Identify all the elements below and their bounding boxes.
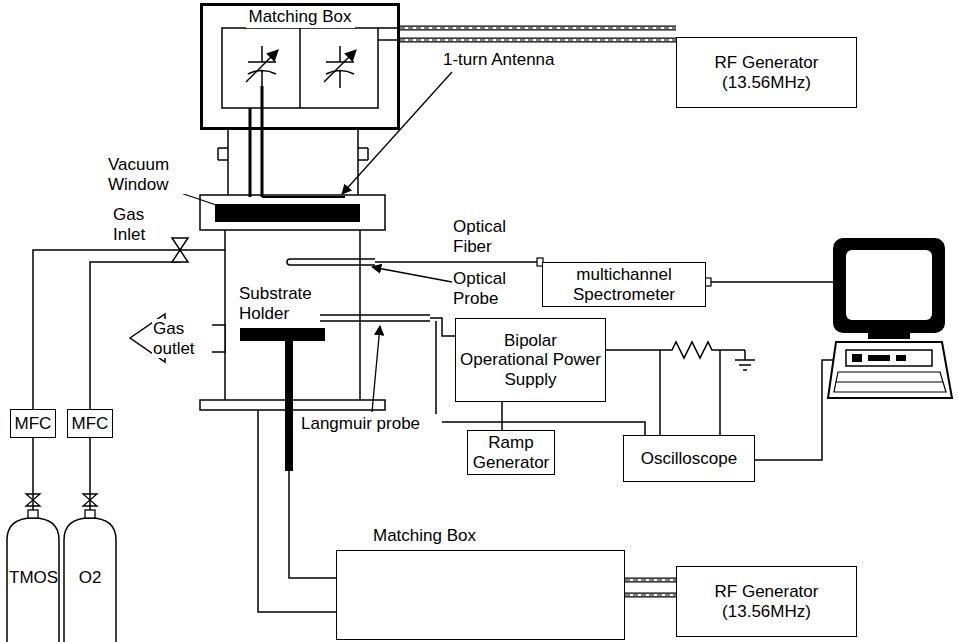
box-heading: Matching Box: [371, 526, 478, 546]
callout-label: Optical Probe: [452, 269, 524, 308]
callout-label: Gas outlet: [152, 319, 212, 358]
rf-generator: RF Generator (13.56MHz): [676, 566, 857, 637]
callout-label: Substrate Holder: [238, 284, 320, 323]
power-supply-box: Bipolar Operational Power Supply: [455, 318, 606, 402]
callout-label: Vacuum Window: [107, 155, 187, 194]
box-label: TMOS: [6, 568, 60, 588]
spectrometer-box: multichannel Spectrometer: [542, 262, 706, 307]
box-label: Oscilloscope: [624, 449, 754, 469]
rf-generator: RF Generator (13.56MHz): [676, 37, 857, 108]
callout-label: 1-turn Antenna: [442, 50, 584, 70]
callout-label: Optical Fiber: [452, 217, 526, 256]
box-label: MFC: [68, 414, 112, 434]
matching-box: Matching Box: [336, 550, 625, 640]
box-label: MFC: [11, 414, 55, 434]
box-label: RF Generator (13.56MHz): [677, 582, 856, 621]
box-label: multichannel Spectrometer: [543, 265, 705, 304]
vacuum-window: [215, 204, 360, 222]
mass-flow-controller: MFC: [67, 409, 113, 438]
connector-wire: [33, 438, 34, 510]
callout-label: Gas Inlet: [112, 205, 169, 244]
matching-network: [222, 28, 378, 108]
oscilloscope-box: Oscilloscope: [623, 435, 755, 482]
gas-valve: [172, 238, 188, 262]
leader-lines: [172, 72, 452, 412]
substrate-holder: [240, 328, 325, 341]
chamber: [33, 28, 834, 625]
holder-stem: [285, 341, 293, 471]
mass-flow-controller: MFC: [10, 409, 56, 438]
box-label: Matching Box: [246, 6, 355, 28]
variable-capacitor: [324, 46, 356, 88]
box-label: Ramp Generator: [468, 433, 554, 472]
variable-capacitor: [246, 46, 278, 88]
antenna: [262, 196, 345, 198]
matching-box: Matching Box: [200, 3, 400, 130]
gas-cylinder: O2: [63, 510, 117, 642]
box-label: RF Generator (13.56MHz): [677, 53, 856, 92]
connector-wire: [502, 402, 503, 430]
computer-icon: [828, 238, 952, 398]
connector-wire: [90, 438, 91, 510]
box-label: Bipolar Operational Power Supply: [456, 331, 605, 390]
ramp-generator-box: Ramp Generator: [467, 430, 555, 475]
gas-outlet-arrow: [130, 314, 225, 362]
callout-label: Langmuir probe: [300, 414, 442, 434]
connector-wire: [606, 350, 660, 435]
box-label: O2: [63, 568, 117, 588]
coax-cable: [400, 28, 676, 40]
coax-cable: [625, 580, 676, 595]
gas-cylinder: TMOS: [6, 510, 60, 642]
